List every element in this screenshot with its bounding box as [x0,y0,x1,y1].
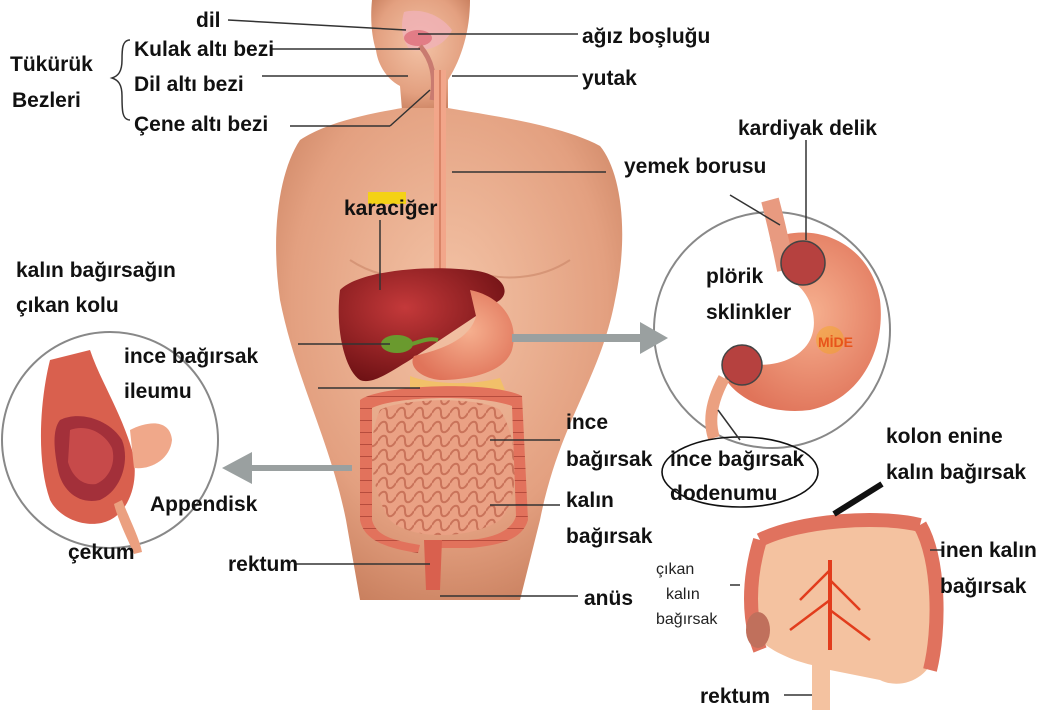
label-dil: dil [196,8,221,33]
label-plorik-1: plörik [706,264,763,289]
label-tukuruk-1: Tükürük [10,52,93,77]
label-kolon-enine-2: kalın bağırsak [886,460,1026,485]
small-intestine [372,400,515,535]
label-inen-kalin-1: inen kalın [940,538,1037,563]
rectum [424,540,442,590]
label-kardiyak-delik: kardiyak delik [738,116,877,141]
label-dil-alti-bezi: Dil altı bezi [134,72,244,97]
label-kalin-1: kalın [566,488,614,513]
label-ince-bagirsak-ileumu-1: ince bağırsak [124,344,258,369]
label-rektum-2: rektum [700,684,770,709]
label-tukuruk-2: Bezleri [12,88,81,113]
label-cekum: çekum [68,540,135,565]
label-yutak: yutak [582,66,637,91]
label-cikan-1: çıkan [656,560,694,580]
label-cikan-3: bağırsak [656,610,717,630]
label-kalin-bagirsagin-1: kalın bağırsağın [16,258,176,283]
label-agiz-boslugu: ağız boşluğu [582,24,710,49]
label-kulak-alti-bezi: Kulak altı bezi [134,37,274,62]
label-kalin-bagirsagin-2: çıkan kolu [16,293,119,318]
label-ince-1: ince [566,410,608,435]
label-anus: anüs [584,586,633,611]
label-cikan-2: kalın [666,585,700,605]
label-appendisk: Appendisk [150,492,257,517]
label-ince-2: bağırsak [566,447,652,472]
label-kolon-enine-1: kolon enine [886,424,1003,449]
label-plorik-2: sklinkler [706,300,791,325]
label-ince-dodenumu-2: dodenumu [670,481,777,506]
label-mide: MİDE [818,334,853,350]
label-yemek-borusu: yemek borusu [624,154,766,179]
label-ince-bagirsak-ileumu-2: ileumu [124,379,192,404]
label-rektum: rektum [228,552,298,577]
head-neck [371,0,470,110]
label-inen-kalin-2: bağırsak [940,574,1026,599]
label-karaciger: karaciğer [344,196,437,221]
label-kalin-2: bağırsak [566,524,652,549]
label-cene-alti-bezi: Çene altı bezi [134,112,268,137]
salivary-brace [112,40,130,120]
label-ince-dodenumu-1: ince bağırsak [670,447,804,472]
